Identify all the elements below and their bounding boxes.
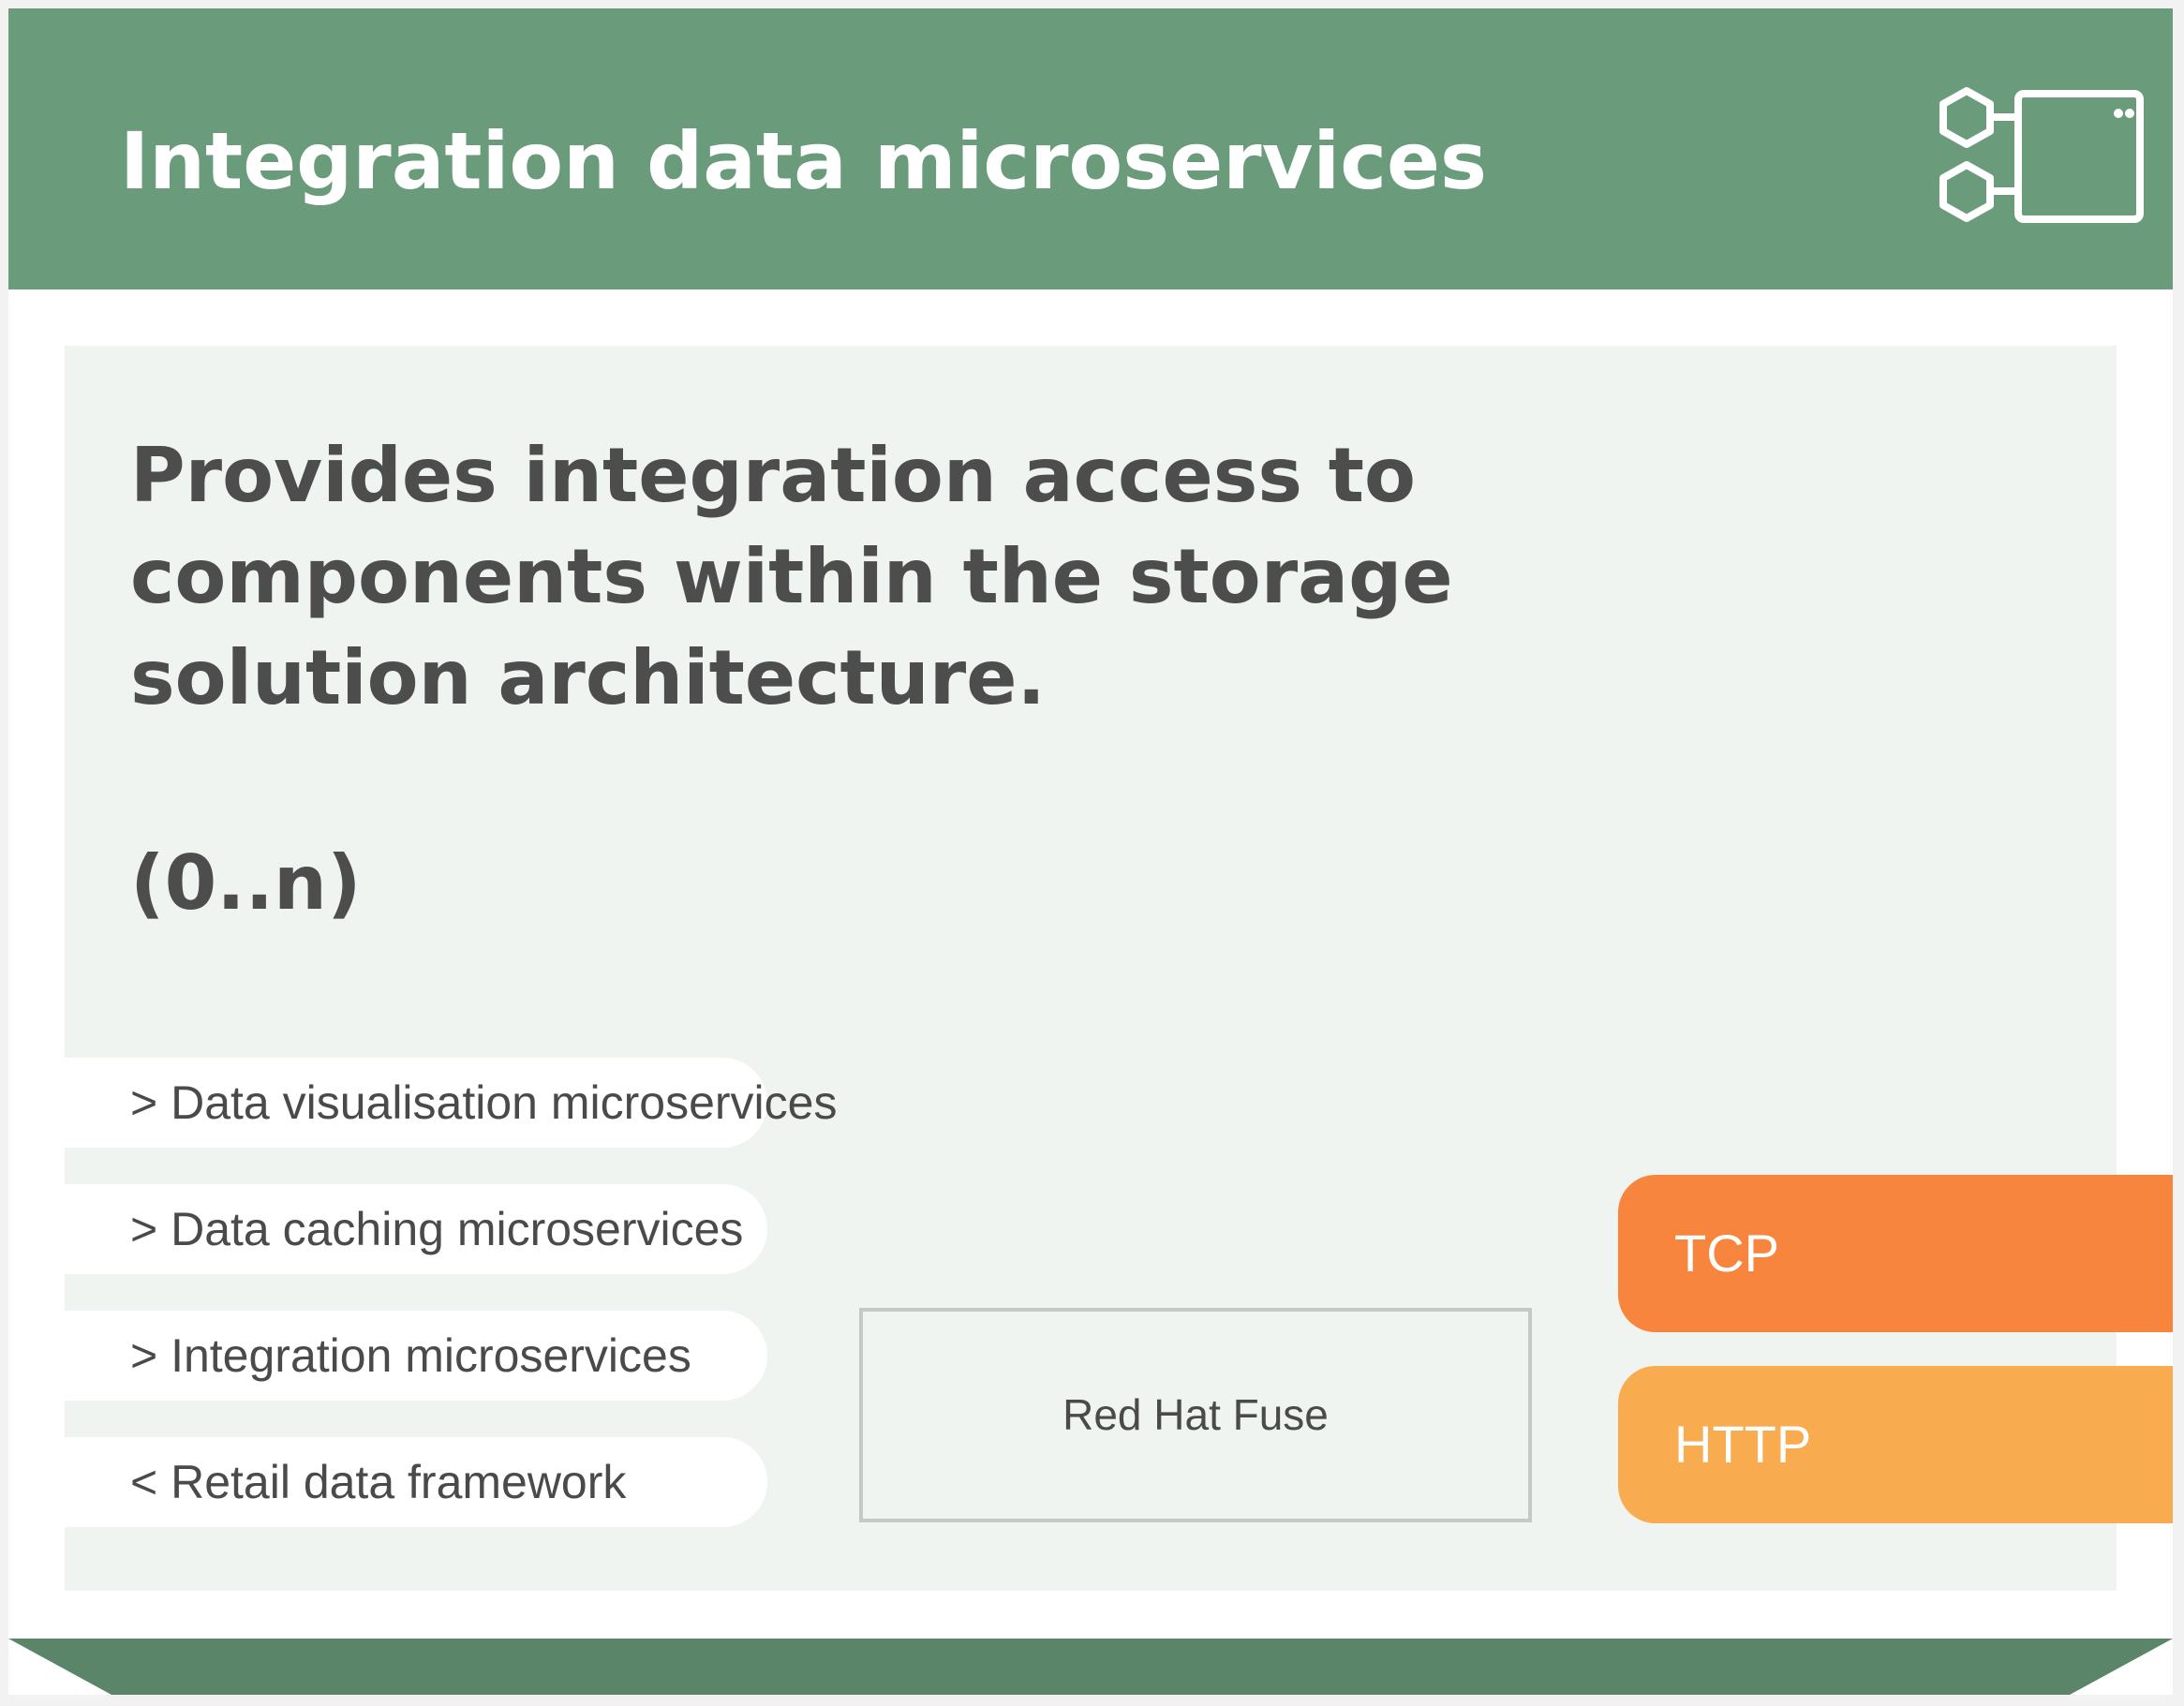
microservices-component-icon <box>1939 87 2144 223</box>
relation-item-integration: > Integration microservices <box>65 1311 767 1401</box>
relation-item-retail-data-framework: < Retail data framework <box>65 1437 767 1527</box>
component-card: Integration data microservices Provides … <box>8 8 2173 1695</box>
relation-label: > Data visualisation microservices <box>130 1076 838 1129</box>
cardinality-label: (0..n) <box>130 839 362 927</box>
relation-label: > Integration microservices <box>130 1329 691 1382</box>
relation-label: > Data caching microservices <box>130 1203 744 1255</box>
card-header: Integration data microservices <box>8 8 2173 289</box>
component-description: Provides integration access to component… <box>130 432 1453 721</box>
relation-item-data-visualisation: > Data visualisation microservices <box>65 1058 837 1148</box>
relation-label: < Retail data framework <box>130 1456 627 1508</box>
component-title: Integration data microservices <box>120 115 1487 207</box>
relation-item-data-caching: > Data caching microservices <box>65 1184 767 1274</box>
protocol-tag-http: HTTP <box>1618 1366 2173 1523</box>
protocol-tag-tcp: TCP <box>1618 1175 2173 1332</box>
protocol-label: TCP <box>1674 1224 1779 1283</box>
technology-label: Red Hat Fuse <box>1062 1390 1329 1439</box>
technology-box: Red Hat Fuse <box>859 1308 1532 1522</box>
footer-band <box>8 1639 2173 1695</box>
protocol-label: HTTP <box>1674 1415 1812 1474</box>
